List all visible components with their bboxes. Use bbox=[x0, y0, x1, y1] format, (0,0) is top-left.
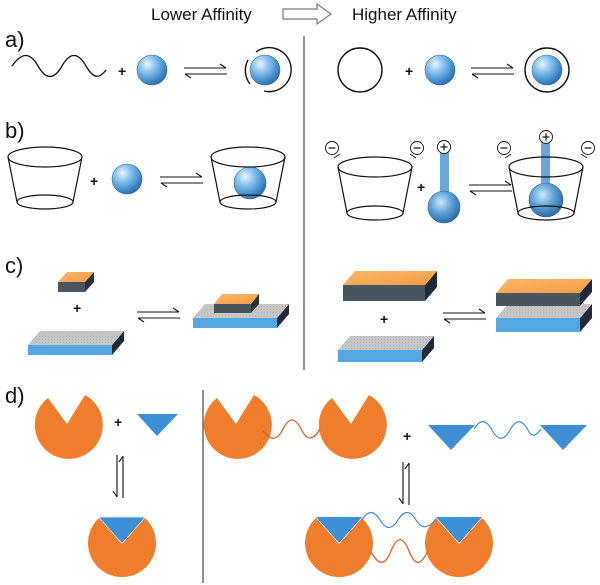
plus-sign: + bbox=[403, 428, 411, 444]
cavitand-complex bbox=[210, 146, 286, 210]
plus-sign: + bbox=[90, 173, 98, 189]
equilibrium-arrows bbox=[469, 180, 512, 196]
equilibrium-arrows bbox=[184, 63, 227, 79]
charged-cavitand-host bbox=[325, 141, 424, 221]
tile-on-slab-complex bbox=[193, 294, 289, 328]
charged-cavitand-complex bbox=[497, 130, 595, 221]
equilibrium-arrows bbox=[443, 308, 486, 324]
panel-d-label: d) bbox=[5, 383, 25, 408]
panel-a-label: a) bbox=[5, 27, 25, 52]
vertical-equilibrium-arrows bbox=[112, 455, 124, 498]
panel-c-label: c) bbox=[5, 253, 23, 278]
large-tile bbox=[343, 271, 437, 301]
small-tile bbox=[58, 272, 94, 292]
vertical-equilibrium-arrows bbox=[398, 462, 410, 505]
substrate-slab bbox=[28, 331, 124, 355]
panel-b-label: b) bbox=[5, 118, 25, 143]
panel-a: a) + + bbox=[5, 27, 570, 93]
panel-d: d) + + bbox=[5, 383, 587, 578]
tile-stack-complex bbox=[496, 279, 592, 332]
equilibrium-arrows bbox=[160, 172, 203, 188]
header: Lower Affinity Higher Affinity bbox=[151, 2, 457, 26]
positive-charge-icon bbox=[539, 130, 553, 144]
charged-guest bbox=[427, 140, 461, 224]
guest-sphere bbox=[424, 54, 456, 86]
bivalent-receptor bbox=[203, 395, 387, 459]
negative-charge-icon bbox=[409, 141, 424, 159]
plus-sign: + bbox=[73, 300, 81, 316]
positive-charge-icon bbox=[437, 140, 451, 154]
equilibrium-arrows bbox=[471, 63, 514, 79]
right-arrow-icon bbox=[282, 2, 333, 26]
bivalent-ligand bbox=[428, 421, 587, 450]
monovalent-ligand bbox=[137, 414, 178, 436]
substrate-slab bbox=[338, 336, 434, 362]
plus-sign: + bbox=[417, 179, 425, 195]
guest-sphere bbox=[136, 54, 168, 86]
higher-affinity-label: Higher Affinity bbox=[352, 5, 457, 24]
panel-b: b) + bbox=[5, 118, 595, 224]
plus-sign: + bbox=[114, 414, 122, 430]
guest-sphere bbox=[111, 163, 143, 195]
cavitand-host bbox=[7, 146, 83, 210]
wrapped-complex bbox=[244, 46, 292, 93]
lower-affinity-label: Lower Affinity bbox=[151, 5, 252, 24]
monovalent-receptor bbox=[34, 395, 103, 459]
bivalent-complex bbox=[305, 511, 493, 578]
monovalent-complex bbox=[88, 516, 156, 578]
ring-complex bbox=[524, 47, 570, 93]
negative-charge-icon bbox=[497, 141, 512, 159]
flexible-chain bbox=[11, 54, 107, 78]
plus-sign: + bbox=[118, 63, 126, 79]
equilibrium-arrows bbox=[137, 307, 180, 323]
plus-sign: + bbox=[380, 311, 388, 327]
plus-sign: + bbox=[405, 63, 413, 79]
negative-charge-icon bbox=[325, 141, 341, 159]
rigid-macrocycle bbox=[337, 47, 383, 93]
panel-c: c) + bbox=[5, 253, 592, 362]
negative-charge-icon bbox=[580, 141, 595, 159]
